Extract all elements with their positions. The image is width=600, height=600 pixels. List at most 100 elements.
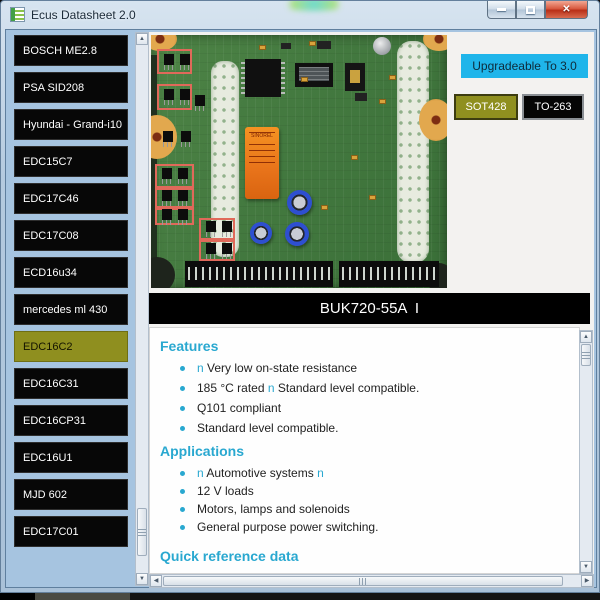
arrow-down-icon: ▼ <box>583 564 589 570</box>
relay-text: SINOREL <box>251 133 273 139</box>
sidebar-item-edc17c08[interactable]: EDC17C08 <box>14 220 128 251</box>
package-button-to263[interactable]: TO-263 <box>522 94 584 120</box>
scroll-down-button[interactable]: ▼ <box>136 573 148 585</box>
sidebar-scrollbar[interactable]: ▲ ▼ <box>135 32 149 586</box>
horizontal-scrollbar-thumb[interactable] <box>163 576 563 586</box>
window-title: Ecus Datasheet 2.0 <box>31 8 136 22</box>
scroll-up-button[interactable]: ▲ <box>580 331 592 343</box>
maximize-button[interactable] <box>516 1 545 19</box>
electrolytic-cap <box>287 190 312 215</box>
highlight-box <box>155 164 194 188</box>
scrollbar-grip-icon <box>138 528 146 536</box>
list-item: n Automotive systems n <box>180 467 579 480</box>
sidebar-item-mercedes-ml430[interactable]: mercedes ml 430 <box>14 294 128 325</box>
taskbar[interactable] <box>0 593 600 600</box>
taskbar-corner <box>0 593 35 600</box>
transistor <box>178 208 188 225</box>
sidebar-item-edc16u1[interactable]: EDC16U1 <box>14 442 128 473</box>
sidebar-item-bosch-me28[interactable]: BOSCH ME2.8 <box>14 35 128 66</box>
transistor <box>195 95 205 111</box>
scrollbar-grip-icon <box>582 351 590 359</box>
sidebar-item-hyundai-grand-i10[interactable]: Hyundai - Grand-i10 <box>14 109 128 140</box>
window-controls: ✕ <box>487 1 588 19</box>
datasheet-scrollbar-thumb[interactable] <box>581 344 591 366</box>
quick-reference-list: EDS(AL)S ≤ 329 mJ RDSon = 5.9 mΩ (typ) I… <box>160 572 579 574</box>
sidebar-item-edc15c7[interactable]: EDC15C7 <box>14 146 128 177</box>
applications-list: n Automotive systems n 12 V loads Motors… <box>160 467 579 534</box>
power-component <box>345 63 365 91</box>
scroll-down-button[interactable]: ▼ <box>580 561 592 573</box>
arrow-down-icon: ▼ <box>139 576 145 582</box>
horizontal-scrollbar[interactable]: ◀ ▶ <box>149 574 594 588</box>
sidebar-item-ecd16u34[interactable]: ECD16u34 <box>14 257 128 288</box>
scroll-right-button[interactable]: ▶ <box>581 575 593 587</box>
close-button[interactable]: ✕ <box>545 1 588 19</box>
resistor <box>309 41 316 46</box>
title-bar[interactable]: Ecus Datasheet 2.0 ✕ <box>1 1 599 29</box>
highlight-box <box>155 188 194 208</box>
resistor <box>369 195 376 200</box>
resistor <box>301 77 308 82</box>
smd-chip <box>317 41 331 49</box>
highlight-box <box>155 208 194 225</box>
scroll-up-button[interactable]: ▲ <box>136 33 148 45</box>
thermal-pad <box>397 41 429 263</box>
bullet-icon <box>180 366 185 371</box>
minimize-icon <box>497 8 506 11</box>
glass-reflection <box>279 1 349 11</box>
sidebar-item-mjd602[interactable]: MJD 602 <box>14 479 128 510</box>
transistor <box>222 221 232 237</box>
applications-heading: Applications <box>160 443 245 459</box>
transistor <box>178 168 188 184</box>
list-item: Q101 compliant <box>180 402 579 415</box>
bullet-icon <box>180 507 185 512</box>
bullet-icon <box>180 386 185 391</box>
quick-reference-heading: Quick reference data <box>160 548 299 564</box>
transistor <box>162 190 172 206</box>
smd-chip <box>281 43 291 49</box>
electrolytic-cap <box>250 222 272 244</box>
bullet-icon <box>180 471 185 476</box>
connector-strip <box>185 261 333 287</box>
sidebar-item-edc16c2-selected[interactable]: EDC16C2 <box>14 331 128 362</box>
scroll-left-button[interactable]: ◀ <box>150 575 162 587</box>
features-list: n Very low on-state resistance 185 °C ra… <box>160 362 579 435</box>
package-button-sot428[interactable]: SOT428 <box>454 94 518 120</box>
bullet-icon <box>180 489 185 494</box>
transistor <box>180 89 190 105</box>
ic-pins <box>281 62 285 94</box>
list-item: n Very low on-state resistance <box>180 362 579 375</box>
relay-print <box>249 150 275 151</box>
sidebar-item-edc17c01[interactable]: EDC17C01 <box>14 516 128 547</box>
close-icon: ✕ <box>562 4 571 15</box>
list-item: EDS(AL)S ≤ 329 mJ <box>180 572 579 574</box>
list-item: Motors, lamps and solenoids <box>180 503 579 516</box>
highlight-box <box>157 84 192 110</box>
datasheet-scrollbar[interactable]: ▲ ▼ <box>579 330 593 574</box>
resistor <box>379 99 386 104</box>
smd-chip <box>355 93 367 101</box>
sidebar-item-edc17c46[interactable]: EDC17C46 <box>14 183 128 214</box>
taskbar-item[interactable] <box>35 593 130 600</box>
memory-chip <box>295 63 333 87</box>
upgrade-button[interactable]: Upgradeable To 3.0 <box>461 54 588 78</box>
sidebar-item-edc16c31[interactable]: EDC16C31 <box>14 368 128 399</box>
list-item: Standard level compatible. <box>180 422 579 435</box>
sidebar-item-psa-sid208[interactable]: PSA SID208 <box>14 72 128 103</box>
datasheet-panel: Features n Very low on-state resistance … <box>149 327 580 574</box>
minimize-button[interactable] <box>487 1 516 19</box>
transistor <box>206 221 216 237</box>
list-item: 12 V loads <box>180 485 579 498</box>
part-number-banner: BUK720-55A I <box>149 293 590 324</box>
mount-hole <box>151 35 177 51</box>
scrollbar-grip-icon <box>359 577 367 585</box>
arrow-right-icon: ▶ <box>584 578 590 584</box>
sidebar-item-edc16cp31[interactable]: EDC16CP31 <box>14 405 128 436</box>
sidebar-scrollbar-thumb[interactable] <box>137 508 147 556</box>
transistor <box>180 53 190 70</box>
mount-hole <box>419 99 447 141</box>
gold-pad <box>350 70 360 83</box>
highlight-box <box>199 218 235 240</box>
